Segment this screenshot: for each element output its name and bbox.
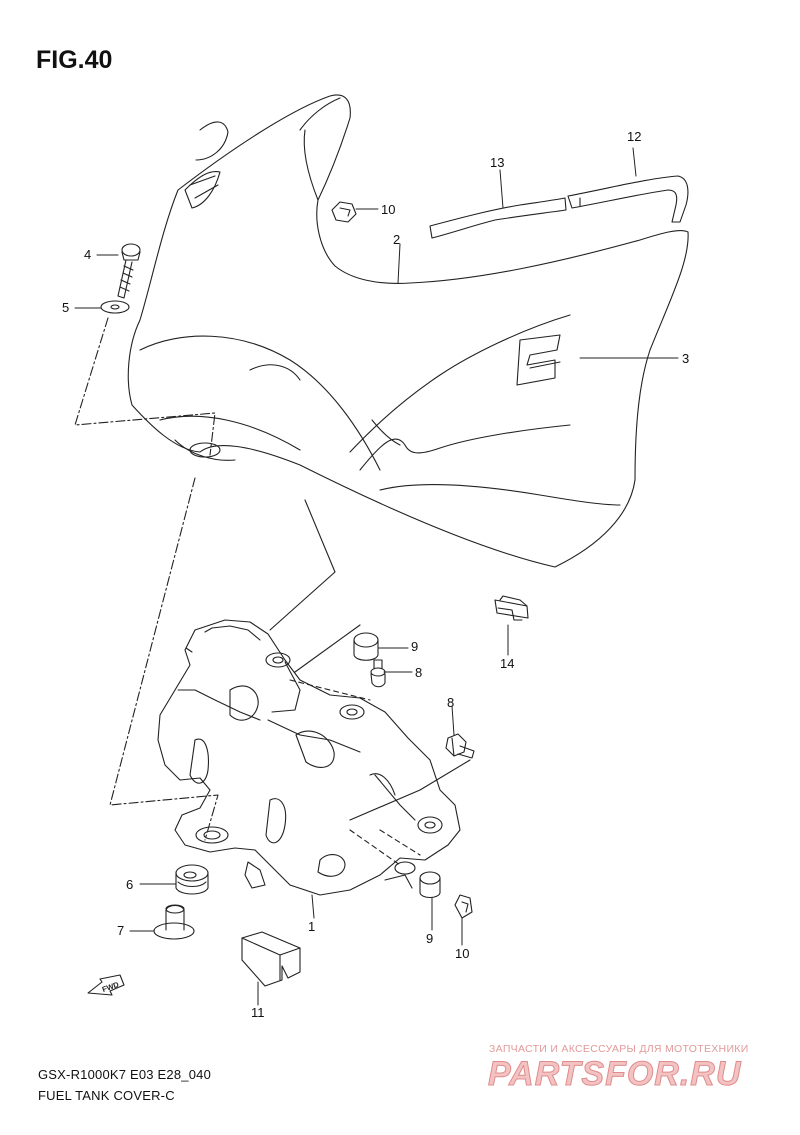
cushion-part-6: [175, 864, 209, 895]
callout-6[interactable]: 6: [126, 877, 134, 892]
collar-part-7: [153, 904, 195, 940]
bolt-part-8-right: [445, 733, 475, 759]
clip-part-13: [494, 595, 529, 621]
washer-part-5: [100, 300, 130, 314]
leader-lines: [74, 147, 679, 1006]
diagram-caption: FUEL TANK COVER-C: [38, 1088, 175, 1103]
model-code: GSX-R1000K7 E03 E28_040: [38, 1067, 211, 1082]
fuel-tank-cover-part-2: [127, 94, 689, 568]
callout-4[interactable]: 4: [84, 247, 92, 262]
pad-part-14: [241, 931, 301, 987]
trim-strip-part-12: [429, 197, 567, 239]
figure-title: FIG.40: [36, 46, 113, 74]
callout-1[interactable]: 1: [308, 919, 316, 934]
callout-9-upper[interactable]: 9: [411, 639, 419, 654]
callout-14[interactable]: 11: [251, 1005, 265, 1020]
callout-11[interactable]: 12: [627, 129, 642, 144]
trim-strip-part-11: [567, 175, 689, 223]
callout-3[interactable]: 3: [682, 351, 690, 366]
construction-lines: [269, 499, 471, 821]
callout-12[interactable]: 13: [490, 155, 505, 170]
fwd-arrow-icon: FWD: [87, 974, 125, 996]
callout-13[interactable]: 14: [500, 656, 515, 671]
callout-10-upper[interactable]: 10: [381, 202, 396, 217]
clip-part-10-upper: [331, 201, 357, 223]
callout-10-lower[interactable]: 10: [455, 946, 470, 961]
watermark-tagline: ЗАПЧАСТИ И АКСЕССУАРЫ ДЛЯ МОТОТЕХНИКИ: [489, 1043, 749, 1055]
bolt-part-4: [117, 243, 141, 299]
callout-9-lower[interactable]: 9: [426, 931, 434, 946]
clip-part-10-lower: [454, 894, 473, 919]
bracket-part-1: [157, 619, 461, 896]
callout-2[interactable]: 2: [393, 232, 401, 247]
assembly-guide-lines: [74, 317, 219, 841]
dashed-lines: [289, 679, 421, 866]
callout-7[interactable]: 7: [117, 923, 125, 938]
watermark-logo: PARTSFOR.RU: [487, 1055, 742, 1094]
callout-8-upper[interactable]: 8: [415, 665, 423, 680]
grommet-part-9-lower: [394, 861, 441, 899]
bolt-part-8-upper: [370, 659, 386, 688]
callout-8-right[interactable]: 8: [447, 695, 455, 710]
callout-5[interactable]: 5: [62, 300, 70, 315]
grommet-part-9-upper: [353, 632, 379, 661]
